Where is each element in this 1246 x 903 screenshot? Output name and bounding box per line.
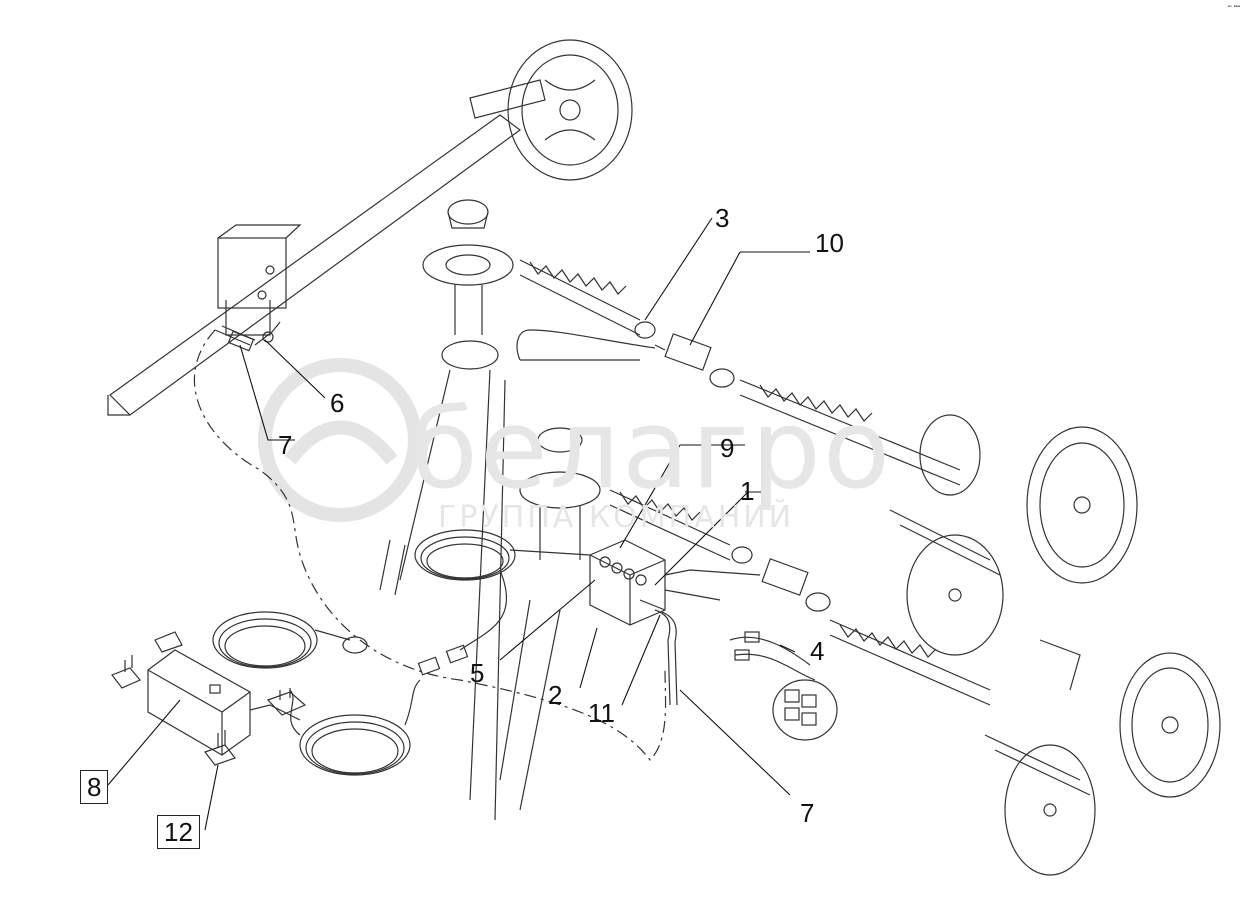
sensor-lower (731, 546, 831, 612)
callout-8: 8 (80, 770, 109, 804)
cable-coil-left (212, 611, 368, 669)
mounting-bracket-bottom (204, 730, 236, 766)
mounting-bracket-top (154, 631, 183, 653)
cable-coil-bottom (289, 679, 421, 776)
top-wheel (507, 39, 633, 181)
right-wheel-lower (1119, 652, 1221, 798)
watermark-brand: белагро (410, 385, 893, 513)
lower-spring-shaft (609, 489, 991, 706)
callout-10: 10 (815, 228, 844, 258)
planter-column (379, 199, 514, 821)
callout-11: 11 (588, 698, 615, 728)
upper-frame-beam (107, 79, 546, 416)
wire-harness (729, 631, 838, 741)
watermark-tagline: ГРУППА КОМПАНИЙ (438, 500, 795, 535)
cable-coil-upper (414, 529, 591, 651)
right-disc-upper (889, 414, 1004, 656)
callout-9: 9 (720, 433, 735, 463)
callout-5: 5 (470, 658, 485, 688)
right-wheel-upper (1026, 426, 1138, 584)
callout-7-bottom: 7 (800, 798, 815, 828)
callout-3: 3 (715, 203, 730, 233)
upper-spring-shaft (519, 259, 961, 486)
leader-lines (107, 217, 810, 831)
callout-2: 2 (548, 680, 563, 710)
mounting-bracket-left (111, 655, 141, 689)
dashed-hose-route (193, 329, 667, 761)
mount-bracket (217, 224, 302, 336)
sensor-wire-upper (516, 329, 656, 361)
callout-4: 4 (810, 636, 825, 666)
callout-7-top: 7 (278, 430, 293, 460)
callout-6: 6 (330, 388, 345, 418)
plug-connector (417, 644, 469, 676)
right-disc-lower (984, 639, 1096, 876)
lower-planter-column (499, 427, 601, 811)
hose-vertical (654, 609, 678, 706)
watermark-logo-icon (258, 358, 422, 522)
sensor-upper (634, 321, 735, 388)
control-unit-box (147, 649, 301, 756)
distribution-block (589, 539, 761, 626)
sensor-fitting-top (214, 321, 281, 352)
callout-12: 12 (157, 815, 200, 849)
callout-1: 1 (740, 476, 755, 506)
corner-mark: ▪▫ ▪▪▪ (1227, 4, 1240, 10)
mounting-bracket-right (266, 688, 307, 716)
